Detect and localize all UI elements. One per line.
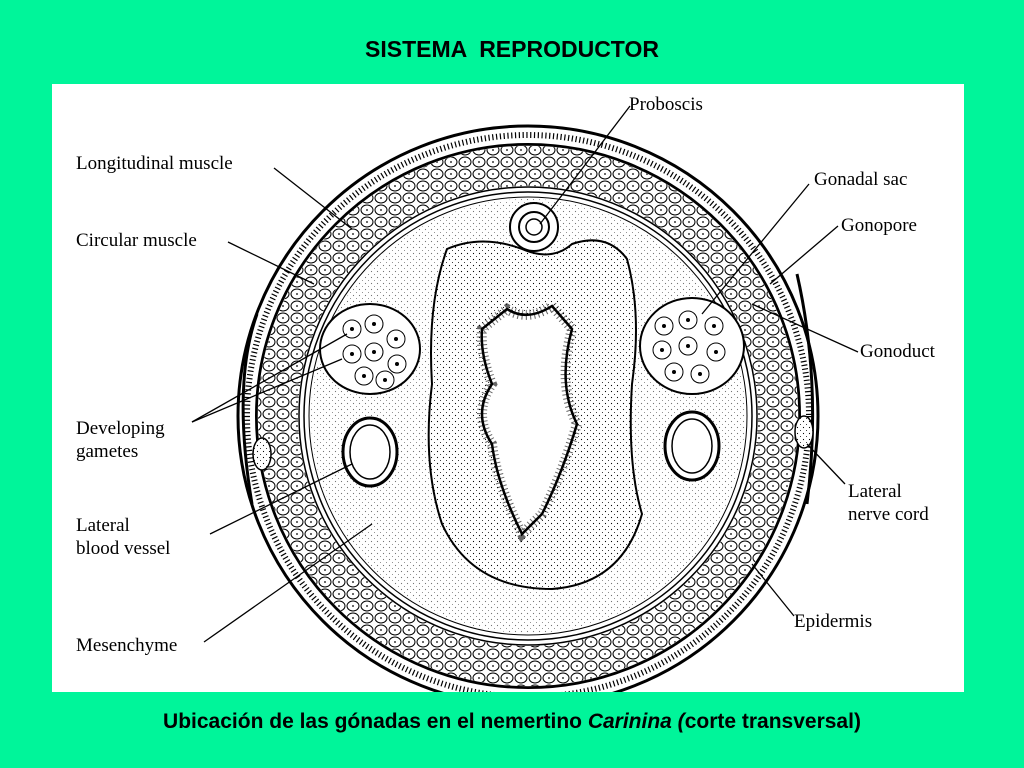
label-gonoduct: Gonoduct <box>860 341 935 362</box>
label-lateral-nerve-cord: Lateral nerve cord <box>848 481 929 525</box>
slide-title: SISTEMA REPRODUCTOR <box>365 36 659 62</box>
left-blood-vessel <box>341 416 399 488</box>
label-circular-muscle: Circular muscle <box>76 230 197 251</box>
circular-muscle-layer <box>303 191 753 641</box>
label-developing-gametes: Developing gametes <box>76 418 165 462</box>
right-nerve-cord <box>794 415 814 449</box>
left-gonad <box>319 303 421 395</box>
caption-species: Carinina ( <box>587 710 685 733</box>
right-side-notch <box>795 273 815 505</box>
intestine <box>427 239 644 591</box>
left-side-notch <box>241 313 259 505</box>
right-blood-vessel <box>663 410 721 482</box>
label-longitudinal-muscle: Longitudinal muscle <box>76 153 233 174</box>
left-nerve-cord <box>252 437 272 471</box>
proboscis-structure <box>509 202 559 252</box>
cross-section-diagram <box>191 105 859 692</box>
slide-caption: Ubicación de las gónadas en el nemertino… <box>163 710 861 733</box>
label-mesenchyme: Mesenchyme <box>76 635 178 656</box>
figure-panel: Proboscis Longitudinal muscle Gonadal sa… <box>52 84 964 692</box>
label-proboscis: Proboscis <box>629 94 703 115</box>
label-gonadal-sac: Gonadal sac <box>814 169 908 190</box>
label-lateral-blood-vessel: Lateral blood vessel <box>76 515 171 559</box>
leader-lines <box>191 105 859 643</box>
right-gonad <box>639 297 745 395</box>
label-gonopore: Gonopore <box>841 215 917 236</box>
label-epidermis: Epidermis <box>794 611 873 632</box>
longitudinal-muscle-layer <box>256 144 800 688</box>
